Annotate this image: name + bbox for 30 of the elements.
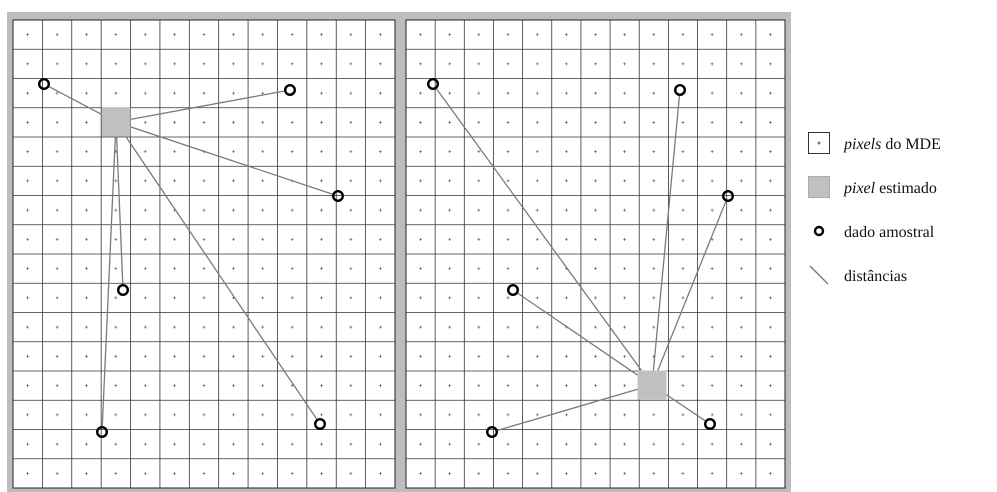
distance-line [652, 96, 680, 371]
distance-line [116, 136, 124, 284]
estimated-pixel [102, 108, 130, 136]
sample-point-circle [722, 190, 734, 202]
distance-line [657, 201, 726, 371]
sample-point-circle [427, 78, 439, 90]
legend-label: pixels do MDE [844, 136, 941, 154]
distance-line [666, 394, 706, 422]
legend-label: dado amostral [844, 224, 934, 242]
sample-point-circle [96, 426, 108, 438]
distance-line [125, 136, 318, 420]
distance-line [130, 90, 284, 120]
sample-point-circle [314, 418, 326, 430]
distance-line [498, 388, 638, 431]
sample-point-circle [117, 284, 129, 296]
sample-point-circle [332, 190, 344, 202]
estimated-pixel [638, 370, 666, 400]
sample-point-circle [486, 426, 498, 438]
distance-line [518, 292, 638, 376]
legend-label: distâncias [844, 268, 908, 286]
legend-label: pixel estimado [844, 180, 937, 198]
sample-point-circle [38, 78, 50, 90]
sample-point-circle [507, 284, 519, 296]
sample-point-circle [674, 84, 686, 96]
distance-line [130, 126, 333, 195]
distance-line [49, 86, 102, 115]
sample-point-circle [284, 84, 296, 96]
distance-line [436, 88, 642, 371]
distance-line [102, 136, 116, 426]
sample-point-circle [704, 418, 716, 430]
